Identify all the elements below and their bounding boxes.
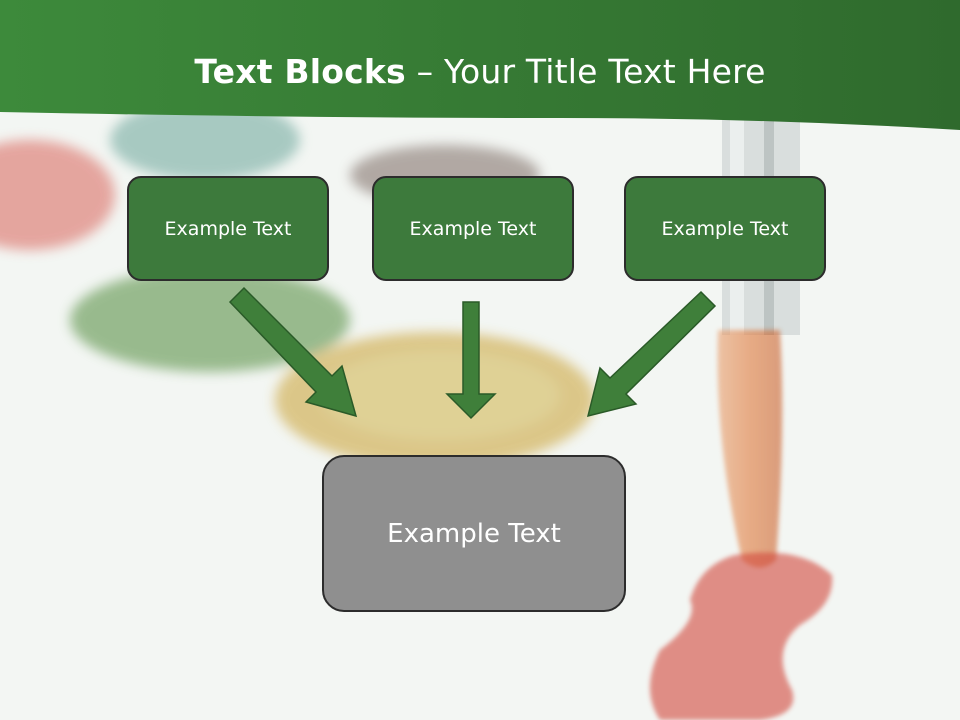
text-block-label: Example Text bbox=[661, 217, 789, 240]
text-block-right[interactable]: Example Text bbox=[624, 176, 826, 281]
title-rest: – Your Title Text Here bbox=[405, 52, 766, 91]
text-block-left[interactable]: Example Text bbox=[127, 176, 329, 281]
text-block-center[interactable]: Example Text bbox=[372, 176, 574, 281]
title-bold: Text Blocks bbox=[194, 52, 406, 91]
text-block-label: Example Text bbox=[164, 217, 292, 240]
text-block-bottom[interactable]: Example Text bbox=[322, 455, 626, 612]
text-block-label: Example Text bbox=[409, 217, 537, 240]
slide-title: Text Blocks – Your Title Text Here bbox=[0, 52, 960, 91]
text-block-label: Example Text bbox=[387, 518, 561, 549]
